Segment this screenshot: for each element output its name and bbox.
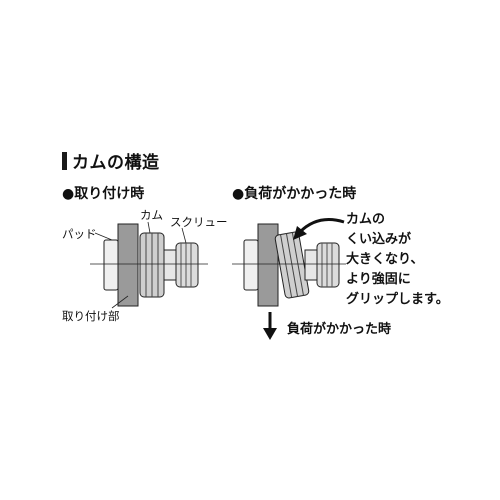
page-title: カムの構造 [72, 153, 160, 173]
caption-mounted: ●取り付け時 [62, 186, 145, 202]
description-line: 大きくなり、 [346, 252, 424, 267]
pad-shape [103, 239, 119, 291]
label-mount: 取り付け部 [62, 309, 120, 323]
description-line: カムの [346, 212, 386, 227]
description-line: くい込みが [346, 232, 412, 247]
load-arrow-label: 負荷がかかった時 [287, 322, 392, 337]
pointer-arrowhead [293, 226, 307, 240]
description-line: グリップします。 [346, 292, 449, 307]
caption-loaded: ●負荷がかかった時 [232, 186, 357, 202]
screw-shape [316, 242, 340, 288]
pad-shape [243, 239, 259, 291]
grip-description: カムの くい込みが 大きくなり、 より強固に グリップします。 [346, 210, 449, 310]
left-assembly [90, 221, 208, 309]
label-cam: カム [140, 208, 163, 222]
right-assembly [232, 218, 346, 340]
description-line: より強固に [346, 272, 411, 287]
mount-plate [117, 223, 139, 307]
screw-shape [175, 242, 199, 288]
label-pad: パッド [62, 227, 97, 241]
label-screw: スクリュー [170, 215, 228, 229]
load-arrowhead [263, 328, 277, 340]
screw-neck [163, 249, 177, 281]
heading-marker [62, 152, 67, 170]
mount-plate [257, 223, 279, 307]
pointer-arrow [298, 218, 345, 234]
screw-neck [304, 249, 318, 281]
